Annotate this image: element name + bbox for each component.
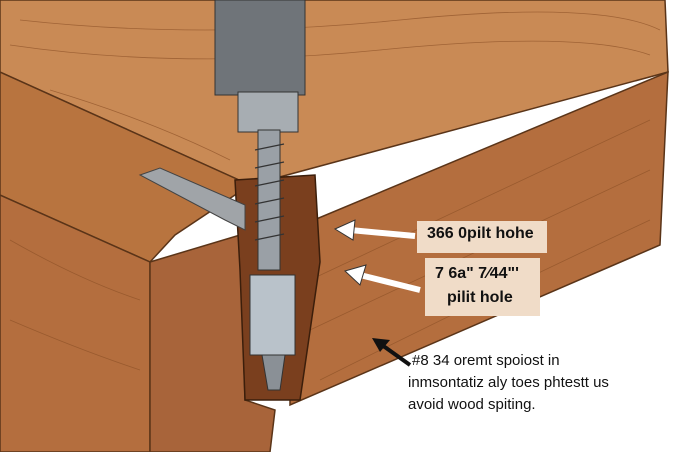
pilot-hole-size-label: 7 6a" 7⁄44"' pilit hole [425,258,540,316]
bracket [138,167,246,231]
screw-shank [257,129,281,271]
drill-chuck [214,0,306,96]
wood-top-surface [0,0,669,186]
arrows [333,219,421,367]
wood-left-face [0,71,252,263]
drill-bit-tip [261,354,286,391]
screw-threads [254,143,285,241]
drill-bit-sleeve [249,274,296,356]
pilot-hole-name-text: pilit hole [447,289,513,306]
note-line-1: #8 34 oremt spoiost in [412,352,560,369]
pilot-hole-label-text: 366 0pilt hohe [427,225,534,242]
pilot-hole-size-text: 7 6a" 7⁄44"' [435,265,519,282]
wood-grain [9,11,661,381]
pilot-hole-label: 366 0pilt hohe [417,221,547,253]
instruction-note: #8 34 oremt spoiost in inmsontatiz aly t… [408,350,609,416]
wood-lower-left-face [0,194,151,452]
note-line-2: inmsontatiz aly toes phtestt us [408,374,609,391]
note-line-3: avoid wood spiting. [408,396,536,413]
drill-collar [237,91,299,133]
